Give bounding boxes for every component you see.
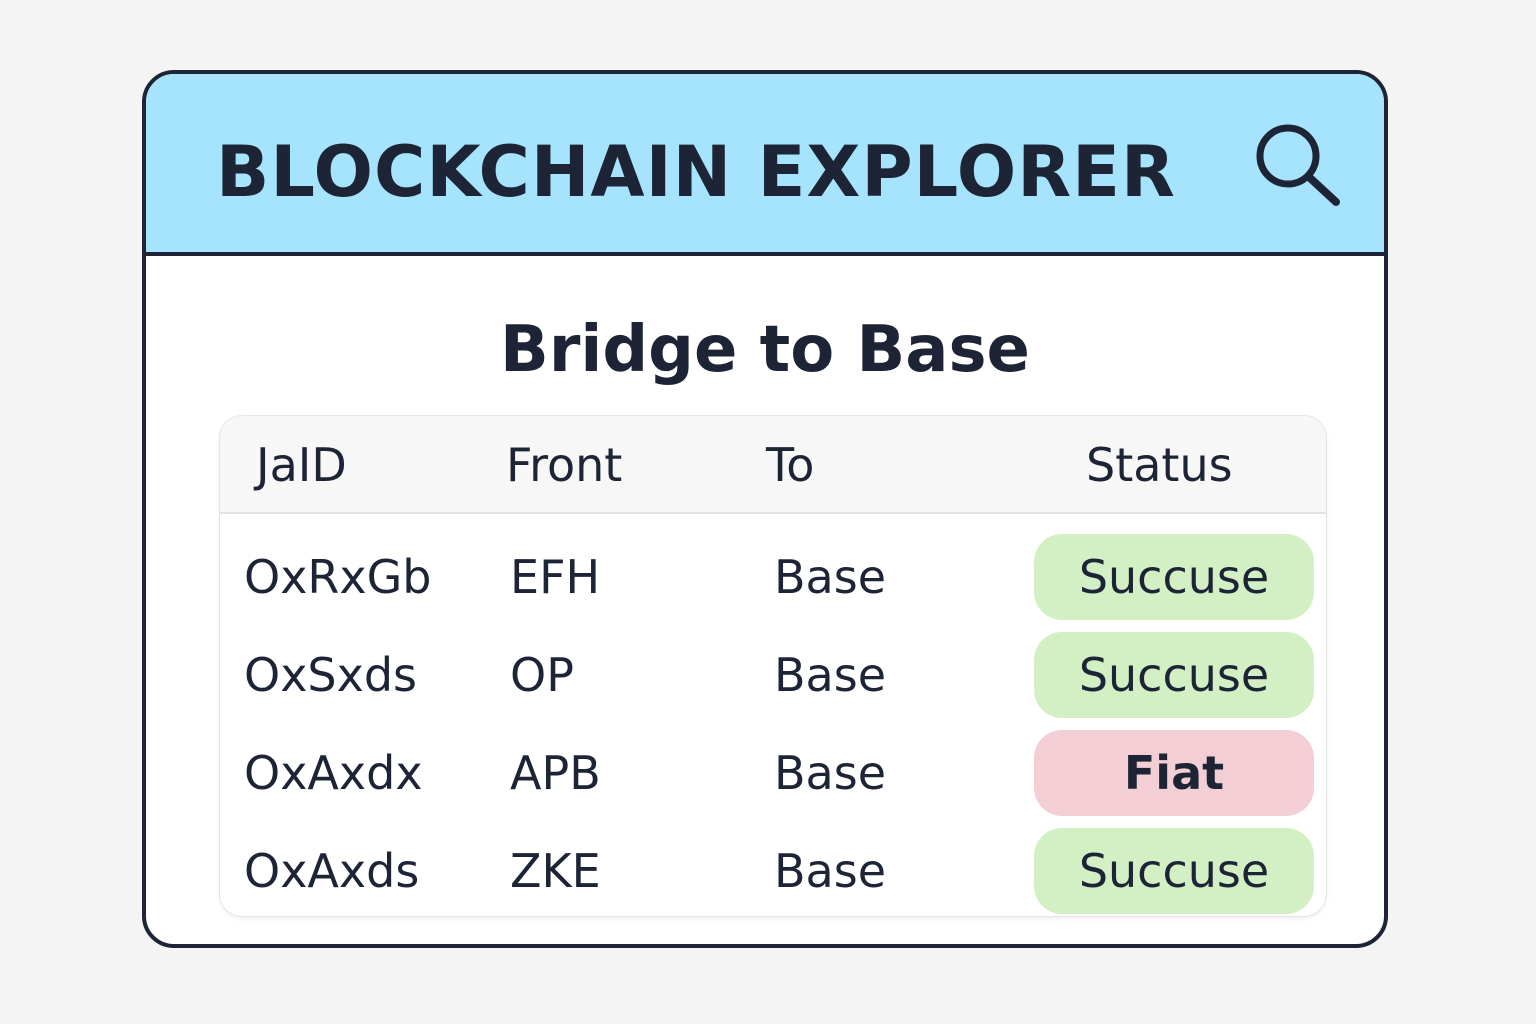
column-header-id: JaID bbox=[256, 438, 347, 492]
table-row[interactable]: OxRxGb EFH Base Succuse bbox=[220, 526, 1326, 624]
table-row[interactable]: OxAxdx APB Base Fiat bbox=[220, 722, 1326, 820]
status-badge: Fiat bbox=[1034, 730, 1314, 816]
explorer-window: BLOCKCHAIN EXPLORER Bridge to Base JaID … bbox=[142, 70, 1388, 948]
transactions-table: JaID Front To Status OxRxGb EFH Base Suc… bbox=[220, 416, 1326, 916]
tx-to: Base bbox=[774, 746, 887, 800]
status-badge: Succuse bbox=[1034, 828, 1314, 914]
tx-from: EFH bbox=[510, 550, 601, 604]
app-title: BLOCKCHAIN EXPLORER bbox=[216, 131, 1176, 213]
column-header-from: Front bbox=[506, 438, 623, 492]
tx-id[interactable]: OxAxds bbox=[244, 844, 420, 898]
column-header-to: To bbox=[766, 438, 815, 492]
search-button[interactable] bbox=[1252, 122, 1346, 212]
table-row[interactable]: OxSxds OP Base Succuse bbox=[220, 624, 1326, 722]
search-icon bbox=[1256, 124, 1340, 206]
table-header: JaID Front To Status bbox=[220, 416, 1326, 514]
tx-from: OP bbox=[510, 648, 574, 702]
tx-from: ZKE bbox=[510, 844, 601, 898]
tx-to: Base bbox=[774, 844, 887, 898]
table-row[interactable]: OxAxds ZKE Base Succuse bbox=[220, 820, 1326, 916]
column-header-status: Status bbox=[1086, 438, 1233, 492]
page-title: Bridge to Base bbox=[500, 313, 1030, 387]
tx-id[interactable]: OxRxGb bbox=[244, 550, 432, 604]
tx-to: Base bbox=[774, 648, 887, 702]
tx-id[interactable]: OxSxds bbox=[244, 648, 418, 702]
app-header: BLOCKCHAIN EXPLORER bbox=[146, 74, 1384, 256]
tx-from: APB bbox=[510, 746, 601, 800]
status-badge: Succuse bbox=[1034, 632, 1314, 718]
tx-to: Base bbox=[774, 550, 887, 604]
tx-id[interactable]: OxAxdx bbox=[244, 746, 423, 800]
status-badge: Succuse bbox=[1034, 534, 1314, 620]
